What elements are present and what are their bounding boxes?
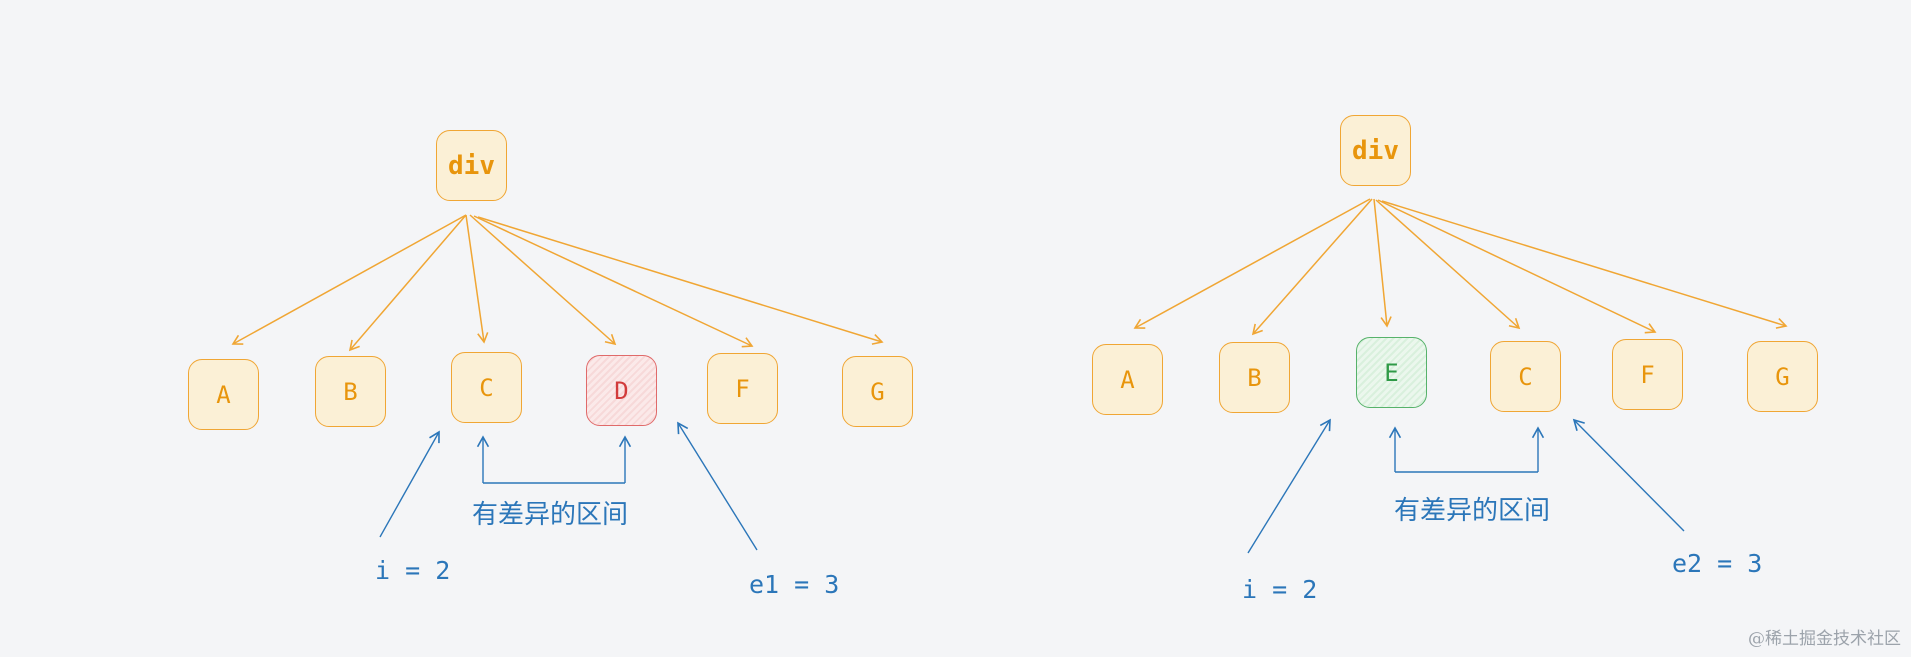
left-node-c: C xyxy=(451,352,522,423)
left-root-node: div xyxy=(436,130,507,201)
left-e-pointer xyxy=(677,421,758,551)
left-edge-f xyxy=(473,215,754,348)
right-root-node: div xyxy=(1340,115,1411,186)
right-node-a: A xyxy=(1092,344,1163,415)
right-e-label: e2 = 3 xyxy=(1672,549,1763,578)
right-node-c-label: C xyxy=(1518,362,1533,391)
left-edge-a xyxy=(231,214,467,345)
right-node-a-label: A xyxy=(1120,365,1135,394)
right-i-label: i = 2 xyxy=(1242,575,1318,604)
right-node-e-label: E xyxy=(1384,358,1399,387)
right-node-b: B xyxy=(1219,342,1290,413)
left-i-label: i = 2 xyxy=(375,556,451,585)
right-edge-b xyxy=(1251,198,1373,336)
left-node-c-label: C xyxy=(479,373,494,402)
right-edge-f xyxy=(1377,199,1657,334)
right-edge-g xyxy=(1381,200,1788,329)
left-node-g: G xyxy=(842,356,913,427)
watermark: @稀土掘金技术社区 xyxy=(1748,629,1901,649)
right-root-label: div xyxy=(1352,135,1399,166)
right-node-c: C xyxy=(1490,341,1561,412)
left-e-label: e1 = 3 xyxy=(749,570,840,599)
left-node-g-label: G xyxy=(870,377,885,406)
left-edge-g xyxy=(477,216,884,345)
left-i-pointer xyxy=(379,430,440,538)
left-node-f-label: F xyxy=(735,374,750,403)
left-node-a-label: A xyxy=(216,380,231,409)
left-edge-b xyxy=(348,214,467,352)
left-node-b-label: B xyxy=(343,377,358,406)
left-node-d-label: D xyxy=(614,376,629,405)
left-node-f: F xyxy=(707,353,778,424)
left-node-b: B xyxy=(315,356,386,427)
left-node-d: D xyxy=(586,355,657,426)
right-node-e: E xyxy=(1356,337,1427,408)
right-node-g: G xyxy=(1747,341,1818,412)
right-e-pointer xyxy=(1572,418,1685,532)
right-i-pointer xyxy=(1247,418,1331,554)
right-node-b-label: B xyxy=(1247,363,1262,392)
left-node-a: A xyxy=(188,359,259,430)
right-node-g-label: G xyxy=(1775,362,1790,391)
right-edge-c xyxy=(1375,199,1521,330)
right-node-f: F xyxy=(1612,339,1683,410)
left-edge-c xyxy=(465,214,489,344)
left-root-label: div xyxy=(448,150,495,181)
right-edge-a xyxy=(1133,198,1371,329)
left-range-label: 有差异的区间 xyxy=(472,500,629,530)
right-range-label: 有差异的区间 xyxy=(1394,496,1551,526)
left-edge-d xyxy=(469,214,617,346)
right-node-f-label: F xyxy=(1640,360,1655,389)
right-edge-e xyxy=(1373,198,1392,328)
